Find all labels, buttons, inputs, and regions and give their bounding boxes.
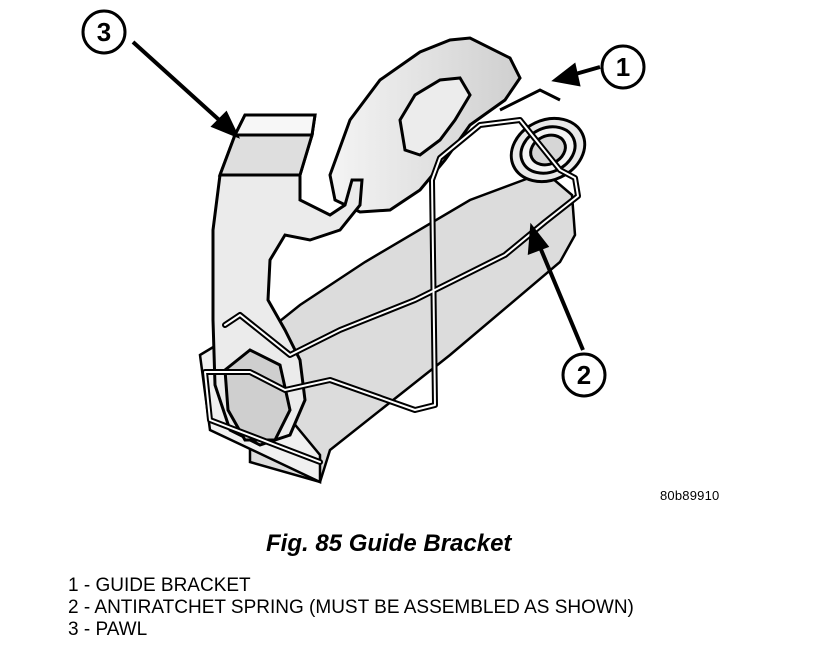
antiratchet-spring-highlight [204, 119, 579, 463]
legend: 1 - GUIDE BRACKET 2 - ANTIRATCHET SPRING… [68, 575, 634, 641]
callout-1-number: 1 [616, 52, 630, 82]
callout-2: 2 [561, 352, 607, 398]
callout-2-number: 2 [577, 360, 591, 390]
legend-item-pawl: 3 - PAWL [68, 619, 148, 640]
guide-bracket-illustration: 3 1 2 [81, 9, 646, 484]
legend-item-antiratchet-spring: 2 - ANTIRATCHET SPRING (MUST BE ASSEMBLE… [68, 597, 634, 618]
leader-lines [131, 40, 601, 351]
figure-id: 80b89910 [660, 488, 720, 503]
pivot-bushing [499, 88, 587, 184]
callout-3-number: 3 [97, 17, 111, 47]
legend-item-guide-bracket: 1 - GUIDE BRACKET [68, 575, 251, 596]
pawl-rear [328, 36, 522, 214]
pawl [211, 113, 364, 447]
callout-3: 3 [81, 9, 127, 55]
caption-text: Fig. 85 Guide Bracket [266, 530, 512, 557]
callout-1: 1 [600, 44, 646, 90]
